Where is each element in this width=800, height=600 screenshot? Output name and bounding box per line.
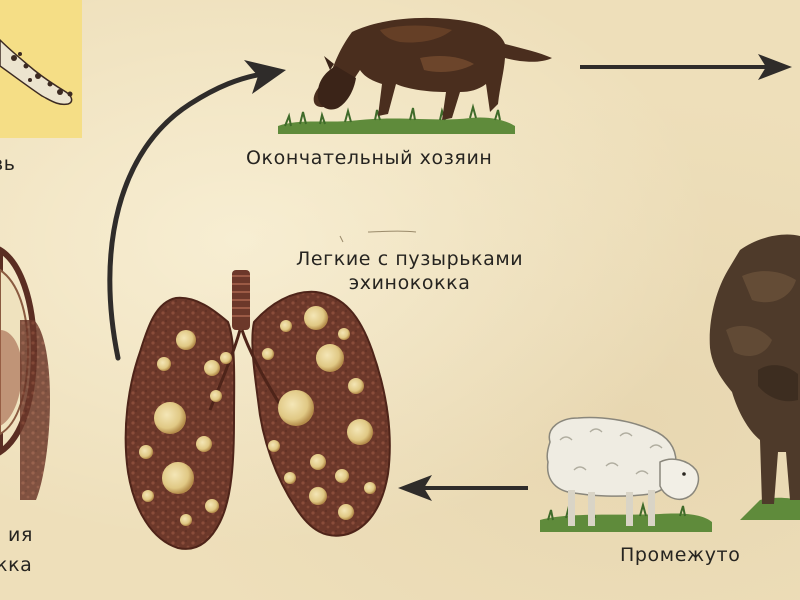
arrow-right-icon — [580, 54, 792, 80]
tapeworm-panel — [0, 0, 82, 138]
arrow-left-icon — [398, 475, 528, 501]
lungs-caption-line2: эхинококка — [348, 272, 471, 294]
pencil-mark — [339, 230, 417, 243]
bottom-left-fragment-label: ия кка — [0, 520, 33, 580]
bottom-left-line1: ия — [8, 524, 33, 546]
cyst-group-right — [262, 306, 376, 520]
cow-icon — [709, 234, 800, 520]
lungs-caption: Легкие с пузырьками эхинококка — [296, 247, 523, 295]
cyst-group-left — [139, 330, 232, 526]
cyst-section-icon — [0, 246, 50, 500]
lungs-caption-line1: Легкие с пузырьками — [296, 248, 524, 270]
curved-arrow-up-icon — [107, 60, 286, 361]
final-host-label: Окончательный хозяин — [246, 147, 493, 169]
lungs-icon — [124, 270, 391, 550]
dog-icon — [278, 17, 552, 134]
sheep-icon — [540, 416, 712, 532]
top-left-fragment-label: вь — [0, 153, 16, 175]
tapeworm-segment-icon — [0, 38, 73, 106]
bottom-left-line2: кка — [0, 554, 33, 576]
intermediate-host-label: Промежуто — [620, 544, 741, 566]
